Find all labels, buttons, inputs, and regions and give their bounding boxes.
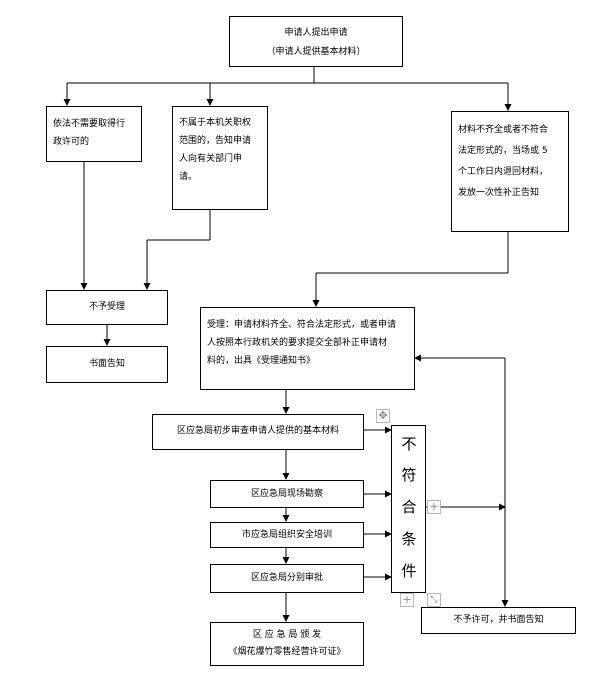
accept-line1: 受理：申请材料齐全、符合法定形式，或者申请 [207,320,397,330]
not-qualified-char-5: 件 [401,562,417,580]
step-training-label: 市应急局组织安全培训 [241,530,332,540]
not-qualified-box: 不 符 合 条 件 [391,425,426,593]
plus-icon[interactable]: + [427,500,441,514]
not-qualified-char-3: 合 [401,498,417,516]
no-license-line2: 政许可的 [53,137,90,147]
no-license-box: 依法不需要取得行 政许可的 [46,106,142,162]
not-qualified-char-1: 不 [401,435,417,453]
written-notice-label: 书面告知 [88,359,125,369]
incomplete-line4: 发放一次性补正告知 [458,188,540,198]
step-survey-label: 区应急局现场勘察 [250,489,323,499]
reject-label: 不予受理 [88,302,125,312]
not-jurisdiction-box: 不属于本机关职权 范围的，告知申请 人向有关部门申 请。 [172,106,268,210]
start-box: 申请人提出申请 （申请人提供基本材料） [229,16,403,67]
not-jurisdiction-line4: 请。 [179,172,198,182]
not-jurisdiction-line1: 不属于本机关职权 [179,118,252,128]
incomplete-line2: 法定形式的，当场或 5 [458,146,548,156]
not-qualified-char-4: 条 [401,530,417,548]
plus-icon[interactable]: + [400,593,414,607]
deny-label: 不予许可，并书面告知 [453,615,544,625]
step-approve-box: 区应急局分别审批 [210,564,364,593]
step-review-label: 区应急局初步审查申请人提供的基本材料 [176,426,339,436]
incomplete-line3: 个工作日内退回材料， [458,167,549,177]
step-survey-box: 区应急局现场勘察 [210,480,364,508]
resize-icon[interactable]: ⤡ [427,593,441,607]
final-line2: 《烟花爆竹零售经营许可证》 [228,647,346,657]
written-notice-box: 书面告知 [46,346,168,383]
not-jurisdiction-line3: 人向有关部门申 [179,154,243,164]
incomplete-line1: 材料不齐全或者不符合 [458,125,549,135]
move-handle-icon[interactable]: ✥ [376,409,390,423]
accept-box: 受理：申请材料齐全、符合法定形式，或者申请 人按照本行政机关的要求提交全部补正申… [200,307,415,390]
not-qualified-char-2: 符 [401,466,417,484]
step-review-box: 区应急局初步审查申请人提供的基本材料 [152,414,364,450]
not-jurisdiction-line2: 范围的，告知申请 [179,136,252,146]
final-line1: 区 应 急 局 颁 发 [252,630,322,640]
start-line1: 申请人提出申请 [284,28,348,38]
reject-box: 不予受理 [46,290,168,325]
start-line2: （申请人提供基本材料） [266,47,366,57]
step-approve-label: 区应急局分别审批 [250,573,323,583]
final-box: 区 应 急 局 颁 发 《烟花爆竹零售经营许可证》 [210,622,364,666]
deny-box: 不予许可，并书面告知 [421,607,576,634]
incomplete-materials-box: 材料不齐全或者不符合 法定形式的，当场或 5 个工作日内退回材料， 发放一次性补… [451,111,569,232]
no-license-line1: 依法不需要取得行 [53,119,126,129]
accept-line3: 料的，出具《受理通知书》 [207,356,316,366]
accept-line2: 人按照本行政机关的要求提交全部补正申请材 [207,338,388,348]
step-training-box: 市应急局组织安全培训 [210,522,364,548]
